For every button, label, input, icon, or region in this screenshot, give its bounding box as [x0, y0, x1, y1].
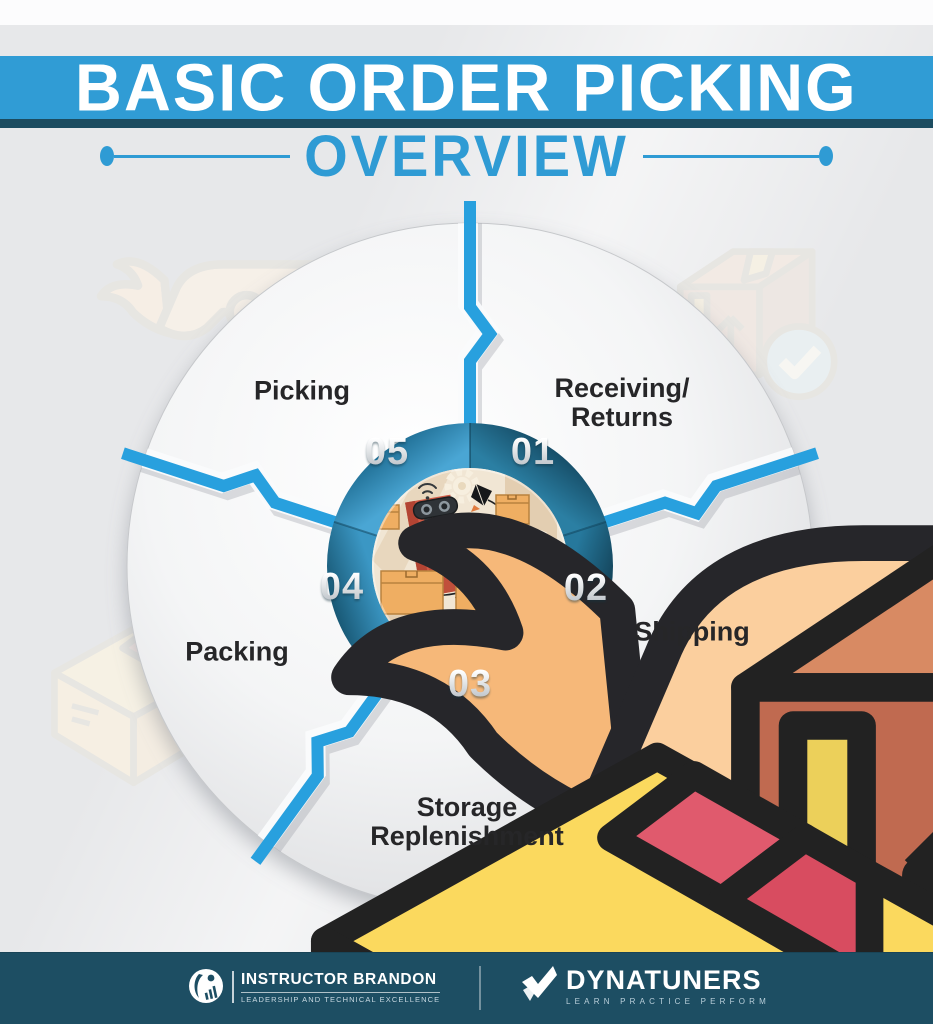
instructor-brandon-logo-icon	[189, 969, 223, 1003]
logo-separator-line	[232, 971, 234, 1003]
footer-bar	[0, 952, 933, 1024]
footer-brand-divider	[479, 966, 481, 1010]
step-label-packing: Packing	[185, 636, 289, 667]
step-label-shipping: Shipping	[634, 616, 750, 647]
step-number-04: 04	[319, 566, 365, 608]
subtitle-left-line	[114, 154, 291, 158]
step-number-03: 03	[447, 663, 493, 705]
subtitle-right-line	[642, 154, 819, 158]
instructor-brandon-name: INSTRUCTOR BRANDON	[241, 970, 437, 988]
subtitle-row: OVERVIEW	[0, 122, 933, 189]
step-label-receiving-returns: Receiving/ Returns	[554, 372, 690, 432]
page-title: BASIC ORDER PICKING	[75, 49, 858, 125]
subtitle-left-dot	[100, 146, 115, 166]
instructor-brandon-brand: INSTRUCTOR BRANDON LEADERSHIP AND TECHNI…	[188, 966, 441, 1008]
step-number-05: 05	[364, 431, 410, 473]
dynatuners-name: DYNATUNERS	[566, 964, 762, 995]
dynatuners-logo-icon	[522, 966, 557, 1001]
step-label-storage-replenishment: Storage Replenishment	[370, 791, 564, 851]
step-number-01: 01	[510, 431, 556, 473]
dynatuners-brand: DYNATUNERS LEARN PRACTICE PERFORM	[518, 964, 770, 1008]
title-banner-underline	[0, 119, 933, 128]
step-number-02: 02	[563, 567, 609, 609]
instructor-brandon-tagline: LEADERSHIP AND TECHNICAL EXCELLENCE	[241, 994, 441, 1004]
wifi-icon	[418, 482, 437, 500]
instructor-brandon-rule	[241, 991, 441, 993]
title-banner: BASIC ORDER PICKING	[0, 49, 933, 125]
top-white-strip	[0, 0, 933, 25]
page-subtitle: OVERVIEW	[304, 122, 629, 189]
subtitle-right-dot	[818, 146, 833, 166]
dynatuners-tagline: LEARN PRACTICE PERFORM	[566, 996, 770, 1006]
step-label-picking: Picking	[253, 375, 351, 406]
